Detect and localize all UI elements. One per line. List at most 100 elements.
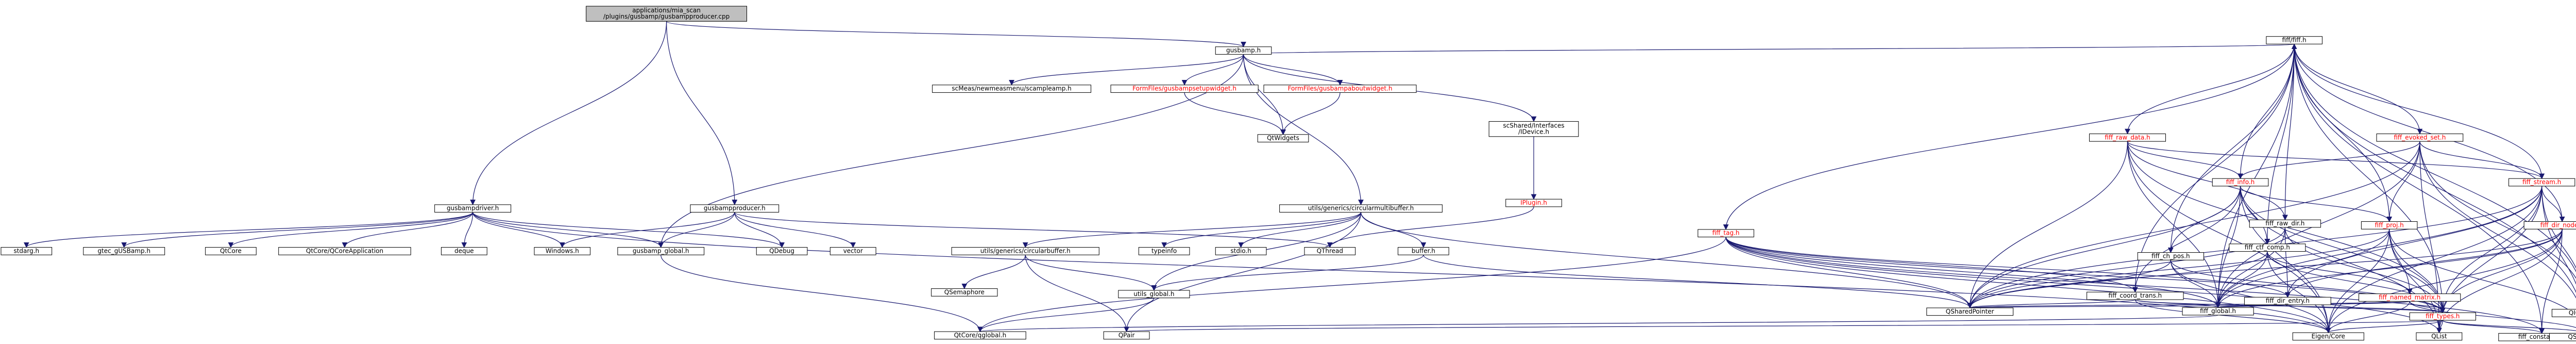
node-label: fiff_ch_pos.h [2151, 252, 2190, 259]
node-label: QPair [1118, 332, 1135, 339]
edge-fiff_raw_data-to-qshareddata [1967, 141, 2128, 309]
node-utils-global: utils_global.h [1118, 290, 1190, 299]
edge-fiff_tag-to-fiff_constants [1725, 237, 2545, 334]
node-deque: deque [440, 247, 487, 255]
node-fiff-proj[interactable]: fiff_proj.h [2361, 221, 2418, 230]
node-fiff-named-matrix[interactable]: fiff_named_matrix.h [2358, 293, 2461, 302]
edge-fiff_h-to-fiff_info [2238, 44, 2295, 179]
node-label: stdio.h [1230, 247, 1251, 254]
edge-gusbampdriver_h-to-stdarg [24, 212, 473, 248]
edge-fiff_h-to-fiff_stream [2294, 44, 2545, 179]
edge-fiff_ctf_comp-to-fiff_named_matrix [2267, 251, 2413, 294]
edge-gusbamp_global-to-qtcore_qtglobal [660, 255, 983, 333]
node-label: /IDevice.h [1518, 128, 1549, 136]
edge-fiff_types-to-qpair [1125, 320, 2443, 333]
node-label: fiff_stream.h [2522, 178, 2561, 186]
edge-fiff_tag-to-qlist [1725, 237, 2442, 334]
node-fiff-evoked-set[interactable]: fiff_evoked_set.h [2376, 133, 2464, 142]
edge-root-to-gusbampdriver_h [470, 21, 667, 205]
node-scmeas-h: scMeas/newmeasmenu/scampleamp.h [932, 85, 1092, 93]
edge-gusbampproducer_h-to-gusbamp_global [658, 212, 735, 248]
node-qshareddata: QSharedPointer [1926, 307, 2013, 316]
node-fiff-global: fiff_global.h [2182, 307, 2254, 316]
node-qdebug: QDebug [756, 247, 808, 255]
node-box [2549, 333, 2576, 341]
node-label: FormFiles/gusbampsetupwidget.h [1132, 85, 1236, 92]
node-box [2409, 312, 2476, 321]
node-fiff-dir-node[interactable]: fiff_dir_node.h [2523, 221, 2576, 230]
edge-fiff_ch_pos-to-fiff_types [2170, 260, 2446, 314]
node-gusbampdriver-h: gusbampdriver.h [434, 204, 512, 213]
node-formfiles-about[interactable]: FormFiles/gusbampaboutwidget.h [1263, 85, 1417, 93]
edge-fiff_stream-to-fiff_global [2215, 186, 2543, 308]
edge-fiff_stream-to-qiodevice [2541, 186, 2576, 269]
node-circularbuffer-h: utils/generics/circularbuffer.h [951, 247, 1099, 255]
node-fiff-raw-data[interactable]: fiff_raw_data.h [2089, 133, 2166, 142]
node-label: QList [2431, 333, 2447, 340]
edge-fiff_tag-to-qtcore_qtglobal [977, 237, 1726, 333]
node-label: vector [843, 247, 863, 254]
node-label: fiff_info.h [2226, 178, 2255, 186]
node-box [934, 331, 1026, 340]
node-box [1118, 290, 1190, 299]
edge-gusbamp_h-to-formfiles_setup [1181, 54, 1244, 86]
edge-fiff_proj-to-eigen_core [2325, 229, 2390, 334]
node-box [2416, 332, 2463, 341]
edge-fiff_dir_node-to-qshareddata [1967, 229, 2563, 309]
edge-fiff_named_matrix-to-qshareddata [1968, 301, 2410, 309]
edge-gusbampdriver_h-to-qdebug [472, 212, 785, 248]
node-box [2266, 36, 2323, 44]
node-box [2212, 178, 2269, 187]
node-label: stdarg.h [13, 247, 39, 254]
node-windows-h: Windows.h [534, 247, 591, 255]
node-label: buffer.h [1412, 247, 1435, 254]
node-label: scShared/Interfaces [1503, 122, 1564, 129]
node-box [2358, 293, 2461, 302]
node-box [2087, 291, 2184, 300]
node-fiff-types[interactable]: fiff_types.h [2409, 312, 2476, 321]
node-qpair: QPair [1103, 331, 1150, 340]
node-box [2361, 221, 2418, 230]
node-label: utils/generics/circularbuffer.h [980, 247, 1071, 254]
edge-circularmultibuffer_h-to-qpair [1124, 212, 1362, 333]
node-fiff-tag[interactable]: fiff_tag.h [1698, 229, 1754, 238]
edge-gusbamp_h-to-fiff_h [1243, 43, 2296, 55]
node-box [1505, 199, 1562, 207]
node-iplugin-h[interactable]: IPlugin.h [1505, 199, 1562, 207]
edge-fiff_evoked_set-to-fiff_info [2238, 141, 2420, 179]
node-label: QtWidgets [1267, 135, 1299, 142]
edge-fiff_h-to-fiff_constants [2294, 44, 2545, 334]
node-root[interactable]: applications/mia_scan/plugins/gusbamp/gu… [586, 6, 748, 22]
node-label: fiff_dir_node.h [2540, 221, 2576, 228]
node-fiff-info[interactable]: fiff_info.h [2212, 178, 2269, 187]
edge-fiff_stream-to-qlist [2436, 186, 2543, 334]
edge-fiff_h-to-fiff_proj [2294, 44, 2393, 222]
node-box [440, 247, 487, 255]
node-box [1279, 204, 1443, 213]
edge-fiff_proj-to-qshareddata [1967, 229, 2390, 309]
node-label: typeinfo [1151, 247, 1177, 254]
edge-fiff_raw_data-to-fiff_info [2127, 141, 2243, 179]
edge-gusbampdriver_h-to-qtcore_app [342, 212, 473, 248]
edge-fiff_types-to-qstringlist [2442, 320, 2576, 331]
node-fiff-stream[interactable]: fiff_stream.h [2509, 178, 2575, 187]
edge-utils_global-to-qtcore_qtglobal [977, 298, 1155, 333]
edge-fiff_dir_node-to-fiff_global [2215, 229, 2563, 308]
edge-gusbamp_h-to-scmeas_h [1009, 54, 1244, 86]
node-box [1398, 247, 1449, 255]
node-label: fiff_evoked_set.h [2394, 134, 2446, 141]
node-label: fiff_global.h [2200, 307, 2236, 315]
edge-fiff_tag-to-fiff_dir_entry [1725, 237, 2291, 298]
node-box [1110, 85, 1259, 93]
edge-root-to-gusbamp_h [666, 21, 1246, 47]
edge-fiff_coord_trans-to-eigen_core [2134, 299, 2331, 334]
node-scshared-iface: scShared/Interfaces/IDevice.h [1488, 121, 1579, 137]
edge-fiff_h-to-qiodevice [2294, 44, 2576, 273]
node-label: gusbampdriver.h [447, 205, 499, 212]
node-box [2523, 221, 2576, 230]
node-formfiles-setup[interactable]: FormFiles/gusbampsetupwidget.h [1110, 85, 1259, 93]
node-vector: vector [829, 247, 876, 255]
edge-fiff_raw_data-to-fiff_raw_dir [2127, 141, 2288, 221]
edge-fiff_dir_node-to-eigen_core [2325, 229, 2563, 334]
edge-fiff_stream-to-fiff_types [2439, 186, 2543, 314]
